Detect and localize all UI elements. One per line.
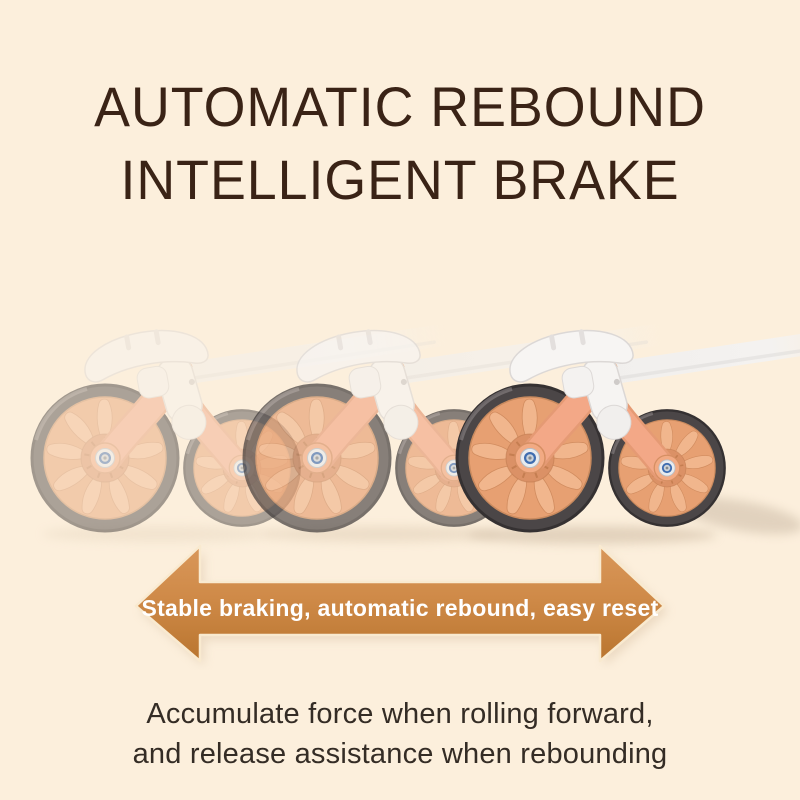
- caption-line2: and release assistance when rebounding: [132, 738, 668, 770]
- double-arrow-banner: Stable braking, automatic rebound, easy …: [134, 544, 668, 666]
- caption: Accumulate force when rolling forward, a…: [0, 694, 800, 774]
- double-arrow-icon: [134, 544, 666, 663]
- page-title: AUTOMATIC REBOUND INTELLIGENT BRAKE: [16, 70, 784, 216]
- page-title-line1: AUTOMATIC REBOUND: [94, 75, 706, 138]
- banner-label: Stable braking, automatic rebound, easy …: [141, 595, 658, 621]
- ab-roller-illustration: [0, 318, 800, 558]
- page-title-line2: INTELLIGENT BRAKE: [120, 148, 680, 211]
- caption-line1: Accumulate force when rolling forward,: [146, 698, 654, 730]
- cast-shadow: [680, 497, 800, 535]
